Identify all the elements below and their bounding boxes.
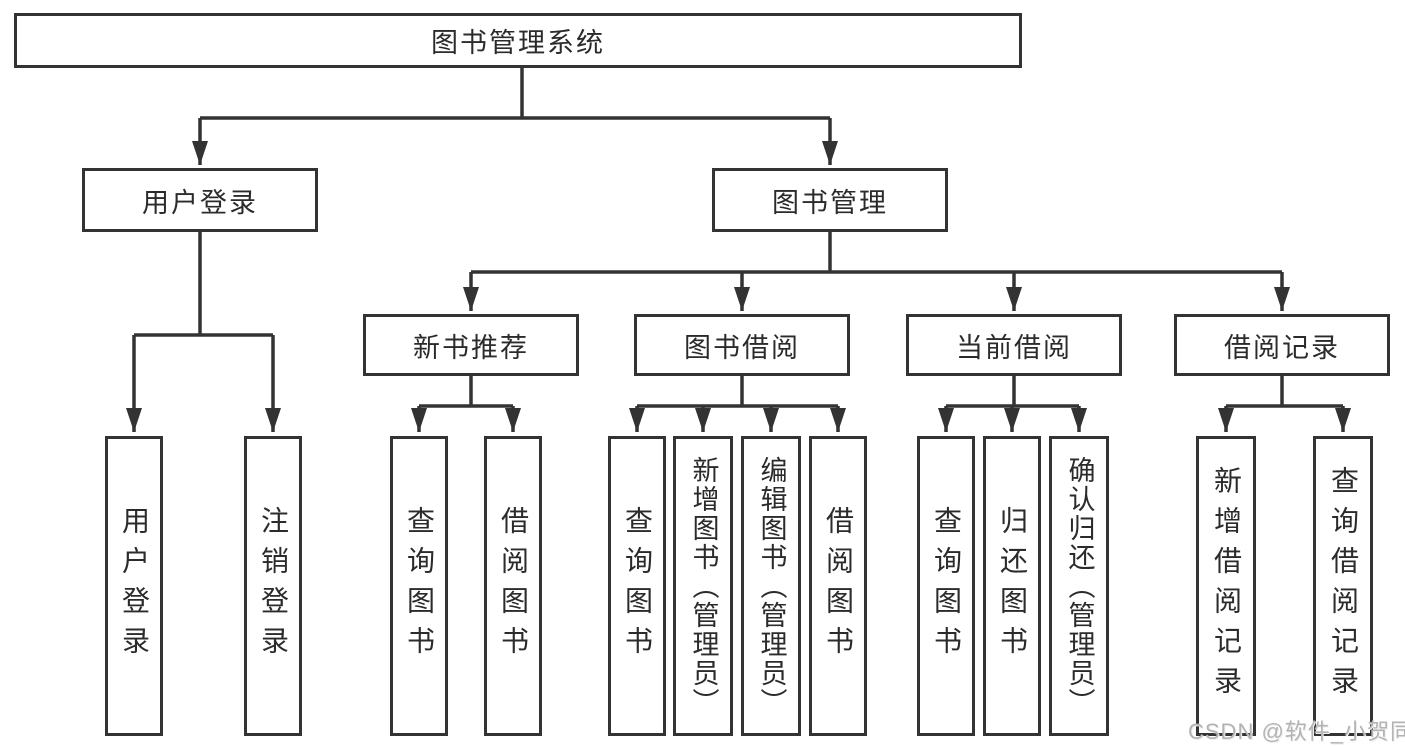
- node-root-label: 图书管理系统: [431, 28, 605, 58]
- node-bb-borrow-books: 借阅图书: [809, 436, 867, 736]
- node-current-borrow: 当前借阅: [906, 314, 1122, 376]
- node-user-login-leaf: 用户登录: [105, 436, 163, 736]
- node-book-borrow-label: 图书借阅: [684, 332, 800, 363]
- node-borrow-records-label: 借阅记录: [1224, 332, 1340, 363]
- node-logout-leaf-label: 注销登录: [258, 506, 289, 666]
- node-cb-return-books: 归还图书: [983, 436, 1041, 736]
- node-nbr-query-books-label: 查询图书: [404, 506, 435, 666]
- node-cb-return-books-label: 归还图书: [997, 506, 1028, 666]
- node-book-management-label: 图书管理: [772, 187, 888, 218]
- node-br-query-record-label: 查询借阅记录: [1328, 466, 1359, 706]
- node-user-login-label: 用户登录: [142, 187, 258, 218]
- node-bb-add-books-admin-label: 新增图书（管理员）: [688, 455, 719, 717]
- watermark: CSDN @软件_小贺同学: [1188, 719, 1405, 744]
- node-book-management: 图书管理: [712, 168, 948, 232]
- node-nbr-query-books: 查询图书: [390, 436, 448, 736]
- node-user-login: 用户登录: [82, 168, 318, 232]
- node-cb-confirm-return-admin: 确认归还（管理员）: [1049, 436, 1109, 736]
- node-bb-add-books-admin: 新增图书（管理员）: [673, 436, 733, 736]
- node-new-book-recommend: 新书推荐: [363, 314, 579, 376]
- node-cb-query-books-label: 查询图书: [931, 506, 962, 666]
- node-new-book-recommend-label: 新书推荐: [413, 332, 529, 363]
- node-book-borrow: 图书借阅: [634, 314, 850, 376]
- node-cb-confirm-return-admin-label: 确认归还（管理员）: [1064, 455, 1095, 717]
- node-nbr-borrow-books-label: 借阅图书: [498, 506, 529, 666]
- node-br-add-record-label: 新增借阅记录: [1211, 466, 1242, 706]
- node-br-add-record: 新增借阅记录: [1196, 436, 1256, 736]
- node-logout-leaf: 注销登录: [244, 436, 302, 736]
- node-bb-borrow-books-label: 借阅图书: [823, 506, 854, 666]
- node-bb-query-books-label: 查询图书: [622, 506, 653, 666]
- node-bb-query-books: 查询图书: [608, 436, 666, 736]
- node-bb-edit-books-admin: 编辑图书（管理员）: [741, 436, 801, 736]
- node-bb-edit-books-admin-label: 编辑图书（管理员）: [756, 455, 787, 717]
- node-borrow-records: 借阅记录: [1174, 314, 1390, 376]
- node-nbr-borrow-books: 借阅图书: [484, 436, 542, 736]
- node-user-login-leaf-label: 用户登录: [119, 506, 150, 666]
- node-root-library-system: 图书管理系统: [14, 13, 1022, 68]
- node-br-query-record: 查询借阅记录: [1313, 436, 1373, 736]
- node-cb-query-books: 查询图书: [917, 436, 975, 736]
- node-current-borrow-label: 当前借阅: [956, 332, 1072, 363]
